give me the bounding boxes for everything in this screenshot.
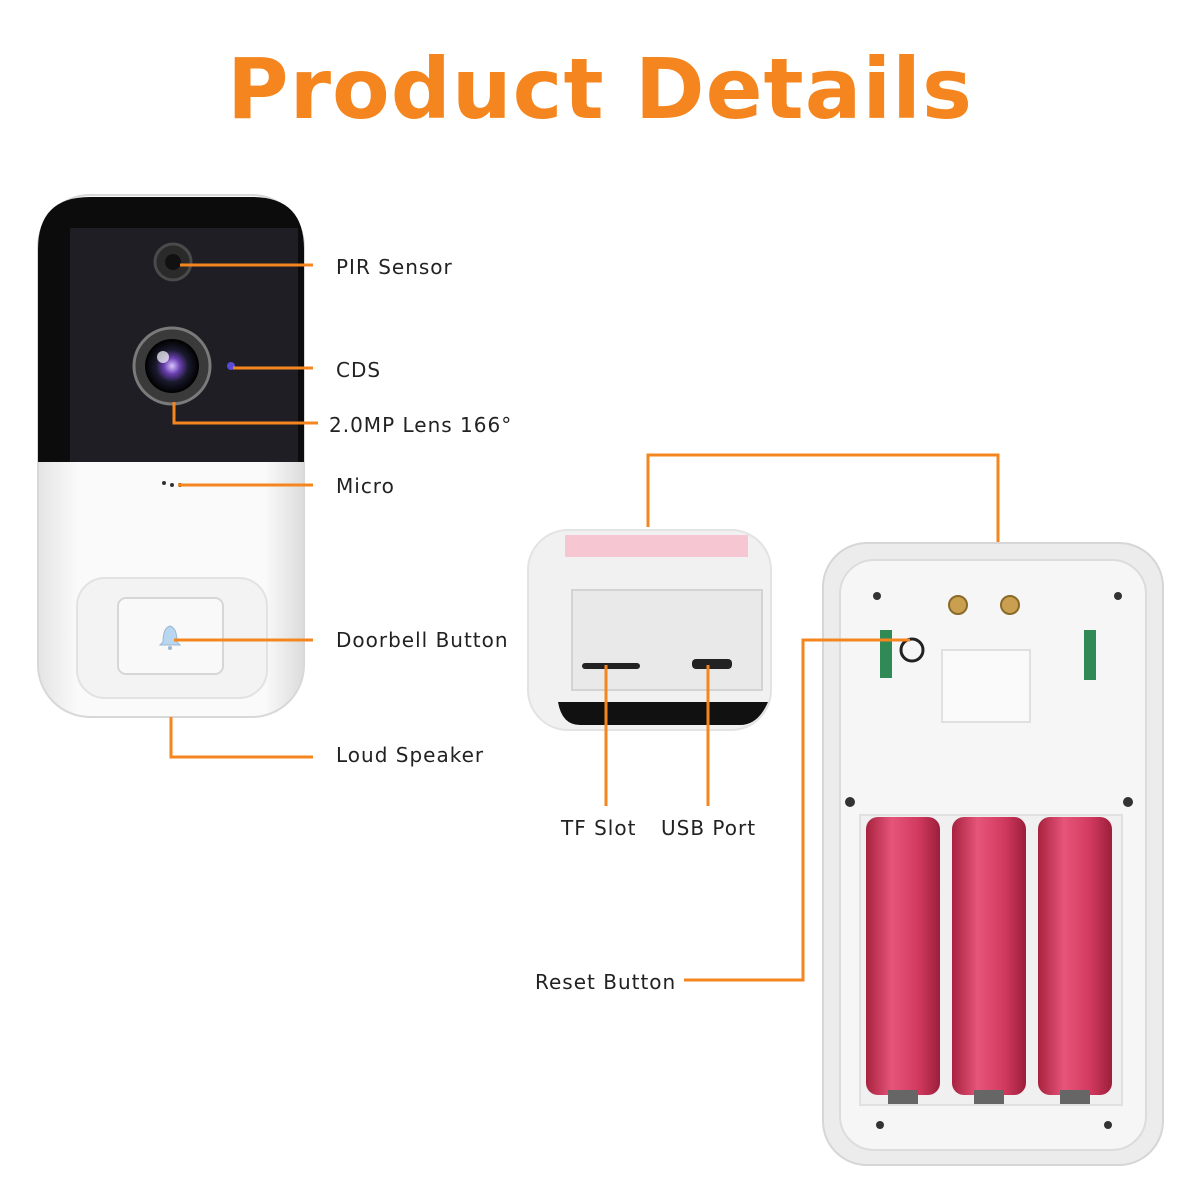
label-micro: Micro	[336, 474, 395, 498]
label-doorbell-button: Doorbell Button	[336, 628, 509, 652]
closeup-black-base	[558, 702, 768, 725]
label-pir-sensor: PIR Sensor	[336, 255, 453, 279]
label-lens: 2.0MP Lens 166°	[329, 413, 512, 437]
label-tf-slot: TF Slot	[561, 816, 636, 840]
back-plate	[823, 543, 1163, 1165]
closeup-cells	[565, 535, 748, 557]
pir-sensor-center	[165, 254, 181, 270]
top-closeup	[528, 530, 771, 730]
pcb-right	[1084, 630, 1096, 680]
lens-highlight	[157, 351, 169, 363]
battery-cell	[952, 817, 1026, 1095]
battery-cell	[1038, 817, 1112, 1095]
tf-slot	[582, 663, 640, 669]
label-lens-angle: Lens 166°	[402, 413, 512, 437]
screw-terminal	[1001, 596, 1019, 614]
mic-dot	[162, 481, 166, 485]
usb-port	[692, 659, 732, 669]
battery-spring	[1060, 1090, 1090, 1104]
label-lens-mp: 2.0MP	[329, 413, 395, 437]
bracket-leader	[648, 455, 998, 542]
camera-lens	[145, 339, 199, 393]
back-label-sticker	[942, 650, 1030, 722]
label-usb-port: USB Port	[661, 816, 756, 840]
pcb-left	[880, 630, 892, 678]
battery-spring	[974, 1090, 1004, 1104]
mic-dot	[170, 483, 174, 487]
screw-terminal	[949, 596, 967, 614]
label-reset-button: Reset Button	[535, 970, 676, 994]
battery-cell	[866, 817, 940, 1095]
speaker-leader	[171, 717, 313, 757]
label-loud-speaker: Loud Speaker	[336, 743, 484, 767]
battery-spring	[888, 1090, 918, 1104]
label-cds: CDS	[336, 358, 381, 382]
